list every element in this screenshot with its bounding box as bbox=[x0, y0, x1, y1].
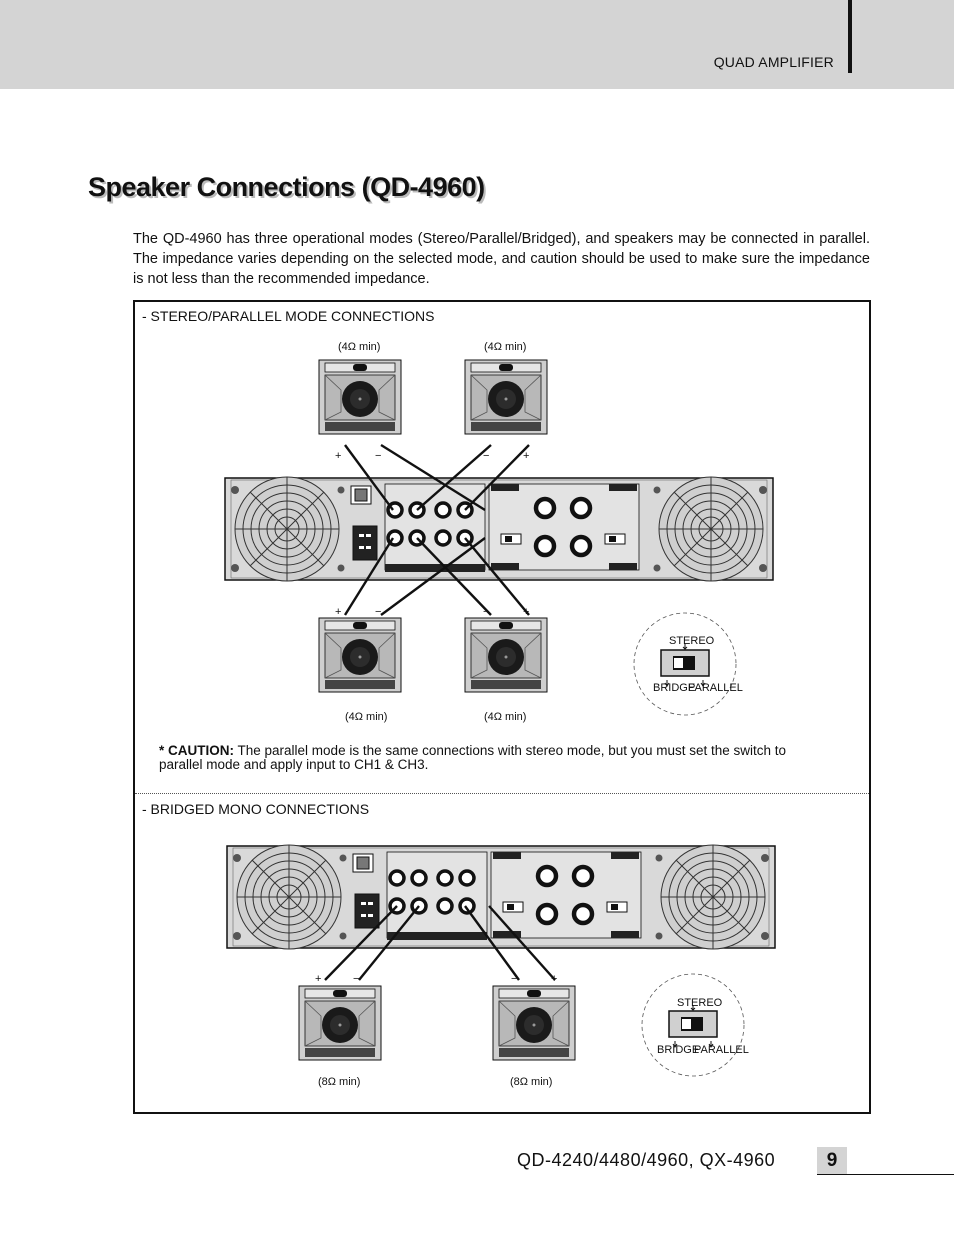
polarity-plus: + bbox=[315, 973, 321, 985]
caution-lead: * CAUTION: bbox=[159, 743, 234, 758]
speaker-2-top-right bbox=[464, 359, 548, 435]
speaker-bridged-left bbox=[298, 985, 382, 1061]
footer-model-list: QD-4240/4480/4960, QX-4960 bbox=[517, 1150, 776, 1170]
speaker-3-bottom-left bbox=[318, 617, 402, 693]
page-title: Speaker Connections (QD-4960) bbox=[88, 172, 485, 202]
impedance-label: (8Ω min) bbox=[318, 1076, 360, 1088]
polarity-minus: − bbox=[483, 450, 489, 462]
amplifier-rear-panel-stereo bbox=[225, 477, 773, 581]
polarity-plus: + bbox=[335, 450, 341, 462]
impedance-label: (4Ω min) bbox=[484, 711, 526, 723]
polarity-plus: + bbox=[523, 606, 529, 618]
connections-frame: + − − + + − − + (4Ω min) (4Ω min) (4Ω mi… bbox=[133, 300, 871, 1114]
bridged-wiring bbox=[324, 905, 556, 981]
polarity-plus: + bbox=[335, 606, 341, 618]
speaker-1-top-left bbox=[318, 359, 402, 435]
footer-rule bbox=[817, 1174, 954, 1175]
polarity-minus: − bbox=[483, 606, 489, 618]
polarity-plus: + bbox=[523, 450, 529, 462]
switch-label-stereo: STEREO bbox=[669, 635, 715, 647]
speaker-4-bottom-right bbox=[464, 617, 548, 693]
section-divider bbox=[135, 793, 869, 794]
polarity-minus: − bbox=[375, 450, 381, 462]
switch-label-bridge: BRIDGE bbox=[653, 682, 695, 694]
impedance-label: (4Ω min) bbox=[338, 341, 380, 353]
page-number: 9 bbox=[817, 1147, 847, 1174]
header-band bbox=[0, 0, 954, 89]
switch-label-stereo: STEREO bbox=[677, 997, 723, 1009]
amplifier-rear-panel-bridged bbox=[227, 845, 775, 949]
header-rule bbox=[848, 0, 852, 73]
polarity-plus: + bbox=[551, 973, 557, 985]
section-label-stereo: - STEREO/PARALLEL MODE CONNECTIONS bbox=[142, 308, 435, 324]
polarity-minus: − bbox=[511, 973, 517, 985]
mode-switch-stereo bbox=[633, 612, 737, 716]
header-title: QUAD AMPLIFIER bbox=[713, 54, 834, 70]
speaker-bridged-right bbox=[492, 985, 576, 1061]
polarity-minus: − bbox=[353, 973, 359, 985]
caution-note: * CAUTION: The parallel mode is the same… bbox=[159, 744, 819, 772]
switch-label-bridge: BRIDGE bbox=[657, 1044, 699, 1056]
impedance-label: (4Ω min) bbox=[484, 341, 526, 353]
switch-label-parallel: PARALLEL bbox=[688, 682, 743, 694]
impedance-label: (8Ω min) bbox=[510, 1076, 552, 1088]
polarity-minus: − bbox=[375, 606, 381, 618]
caution-text: The parallel mode is the same connection… bbox=[159, 743, 787, 772]
mode-switch-bridged bbox=[641, 973, 745, 1077]
switch-label-parallel: PARALLEL bbox=[694, 1044, 749, 1056]
stereo-wiring bbox=[343, 443, 530, 616]
section-label-bridged: - BRIDGED MONO CONNECTIONS bbox=[142, 801, 370, 817]
impedance-label: (4Ω min) bbox=[345, 711, 387, 723]
intro-paragraph: The QD-4960 has three operational modes … bbox=[133, 231, 870, 287]
connection-diagram: + − − + + − − + (4Ω min) (4Ω min) (4Ω mi… bbox=[135, 341, 869, 1088]
